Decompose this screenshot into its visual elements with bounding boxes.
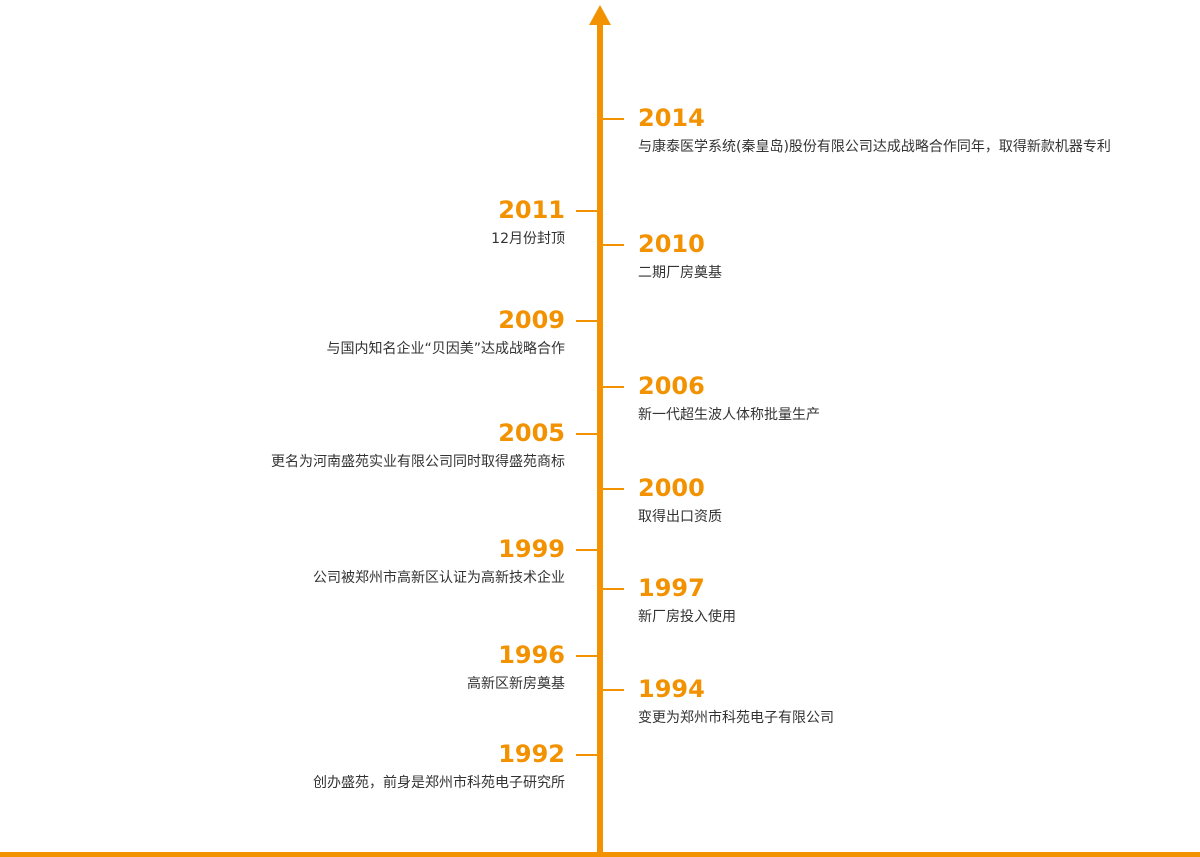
- event-description: 更名为河南盛苑实业有限公司同时取得盛苑商标: [271, 454, 565, 470]
- event-tick: [603, 689, 624, 691]
- event-description: 新厂房投入使用: [638, 609, 736, 625]
- event-year: 2000: [638, 474, 705, 502]
- event-year: 2009: [498, 306, 565, 334]
- event-tick: [576, 210, 597, 212]
- event-description: 变更为郑州市科苑电子有限公司: [638, 710, 834, 726]
- event-description: 高新区新房奠基: [467, 676, 565, 692]
- event-tick: [603, 588, 624, 590]
- event-tick: [603, 244, 624, 246]
- timeline-baseline: [0, 852, 1200, 857]
- event-description: 12月份封顶: [491, 231, 565, 247]
- event-tick: [603, 386, 624, 388]
- event-tick: [576, 433, 597, 435]
- event-description: 取得出口资质: [638, 509, 722, 525]
- event-year: 2010: [638, 230, 705, 258]
- event-tick: [576, 754, 597, 756]
- event-year: 2014: [638, 104, 705, 132]
- event-year: 1997: [638, 574, 705, 602]
- event-year: 1996: [498, 641, 565, 669]
- event-description: 公司被郑州市高新区认证为高新技术企业: [313, 570, 565, 586]
- event-year: 2006: [638, 372, 705, 400]
- event-tick: [603, 488, 624, 490]
- timeline-axis: [597, 22, 603, 857]
- event-tick: [603, 118, 624, 120]
- event-year: 2011: [498, 196, 565, 224]
- event-description: 与国内知名企业“贝因美”达成战略合作: [326, 341, 565, 357]
- event-year: 1994: [638, 675, 705, 703]
- event-tick: [576, 655, 597, 657]
- timeline-arrow-head: [589, 5, 611, 25]
- event-year: 1999: [498, 535, 565, 563]
- event-description: 二期厂房奠基: [638, 265, 722, 281]
- event-tick: [576, 320, 597, 322]
- event-year: 2005: [498, 419, 565, 447]
- event-year: 1992: [498, 740, 565, 768]
- event-description: 创办盛苑，前身是郑州市科苑电子研究所: [313, 775, 565, 791]
- event-description: 新一代超生波人体称批量生产: [638, 407, 820, 423]
- event-tick: [576, 549, 597, 551]
- event-description: 与康泰医学系统(秦皇岛)股份有限公司达成战略合作同年，取得新款机器专利: [638, 139, 1111, 155]
